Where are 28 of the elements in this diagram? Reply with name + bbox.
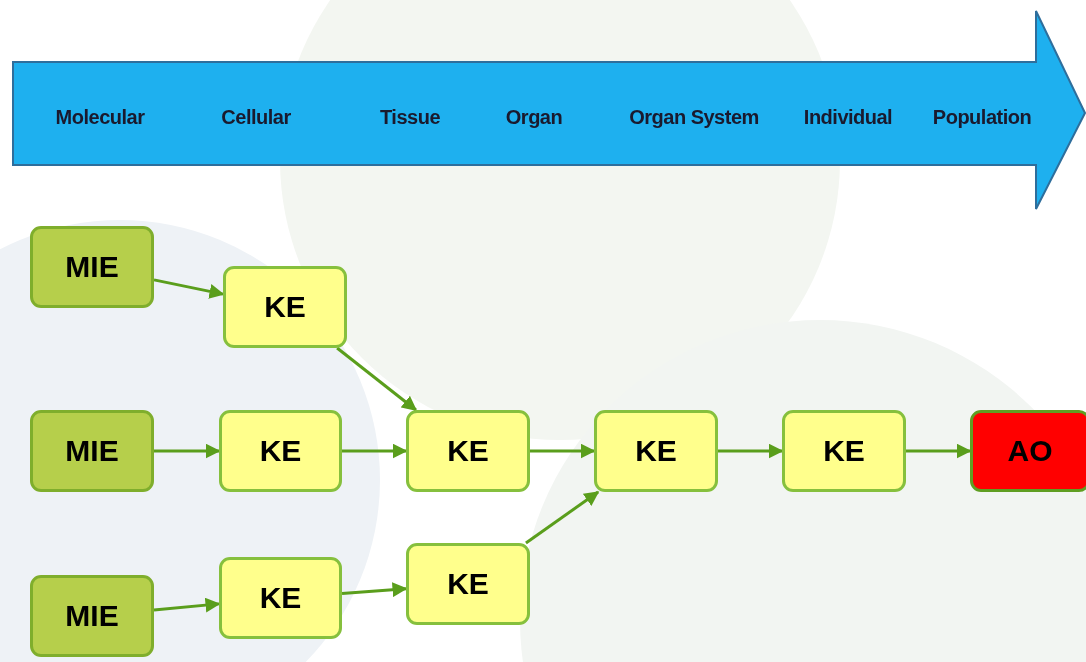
start-event-box: MIE — [30, 410, 154, 492]
level-label: Population — [932, 106, 1032, 129]
arrow — [336, 346, 418, 412]
arrow — [530, 443, 596, 459]
arrow — [153, 278, 225, 299]
level-label: Cellular — [221, 106, 291, 129]
arrow — [525, 490, 600, 545]
key-event-box: KE — [219, 410, 342, 492]
key-event-box: KE — [782, 410, 906, 492]
arrow — [906, 443, 972, 459]
key-event-box: KE — [406, 543, 530, 625]
arrow — [153, 597, 221, 613]
arrow — [154, 443, 221, 459]
level-label: Tissue — [380, 106, 440, 129]
level-label: Molecular — [55, 106, 145, 129]
key-event-box: KE — [406, 410, 530, 492]
arrow — [341, 582, 408, 598]
arrow — [342, 443, 408, 459]
start-event-box: MIE — [30, 575, 154, 657]
key-event-box: KE — [223, 266, 347, 348]
level-label: Organ — [505, 106, 563, 129]
level-label: Individual — [803, 106, 893, 129]
arrow — [718, 443, 784, 459]
key-event-box: KE — [594, 410, 718, 492]
key-event-box: KE — [219, 557, 342, 639]
start-event-box: MIE — [30, 226, 154, 308]
level-label: Organ System — [629, 106, 759, 129]
outcome-box: AO — [970, 410, 1086, 492]
